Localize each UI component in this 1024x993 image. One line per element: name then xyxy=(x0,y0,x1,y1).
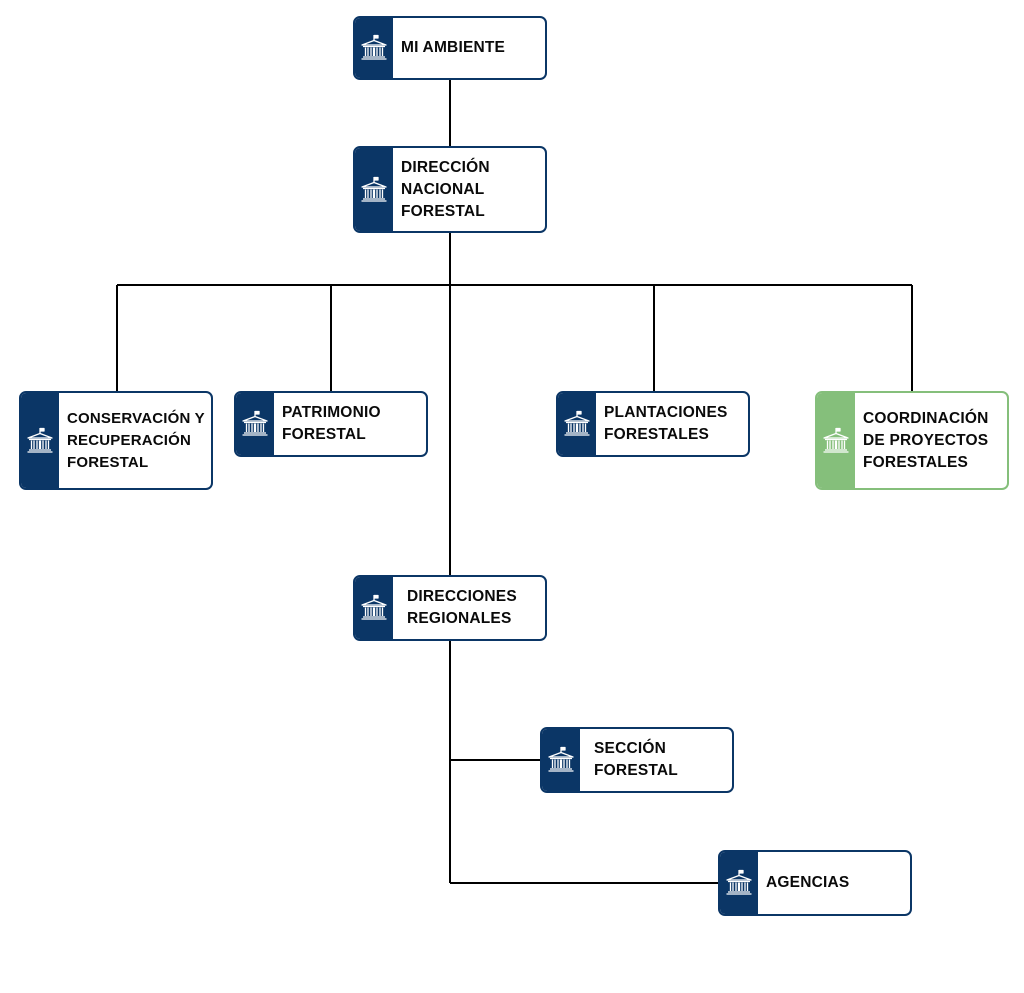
node-coordinacion-proyectos-forestales: COORDINACIÓN DE PROYECTOS FORESTALES xyxy=(815,391,1009,490)
node-label: PATRIMONIO FORESTAL xyxy=(282,404,381,443)
node-label: PLANTACIONES FORESTALES xyxy=(604,404,728,443)
government-building-icon xyxy=(239,408,271,440)
node-seccion-forestal: SECCIÓN FORESTAL xyxy=(540,727,734,793)
government-building-icon xyxy=(723,867,755,899)
government-building-icon xyxy=(358,32,390,64)
government-building-icon xyxy=(545,744,577,776)
node-agencias: AGENCIAS xyxy=(718,850,912,916)
node-conservacion-recuperacion-forestal: CONSERVACIÓN Y RECUPERACIÓN FORESTAL xyxy=(19,391,213,490)
node-label: DIRECCIONES REGIONALES xyxy=(407,588,517,627)
node-patrimonio-forestal: PATRIMONIO FORESTAL xyxy=(234,391,428,457)
node-direccion-nacional-forestal: DIRECCIÓN NACIONAL FORESTAL xyxy=(353,146,547,233)
government-building-icon xyxy=(561,408,593,440)
node-plantaciones-forestales: PLANTACIONES FORESTALES xyxy=(556,391,750,457)
node-mi-ambiente: MI AMBIENTE xyxy=(353,16,547,80)
government-building-icon xyxy=(358,174,390,206)
node-label: AGENCIAS xyxy=(766,874,850,891)
node-label: CONSERVACIÓN Y RECUPERACIÓN FORESTAL xyxy=(67,409,205,471)
government-building-icon xyxy=(24,425,56,457)
node-label: COORDINACIÓN DE PROYECTOS FORESTALES xyxy=(863,409,989,471)
government-building-icon xyxy=(820,425,852,457)
node-direcciones-regionales: DIRECCIONES REGIONALES xyxy=(353,575,547,641)
node-label: SECCIÓN FORESTAL xyxy=(594,740,678,779)
government-building-icon xyxy=(358,592,390,624)
node-label: MI AMBIENTE xyxy=(401,39,506,56)
node-label: DIRECCIÓN NACIONAL FORESTAL xyxy=(401,158,490,220)
